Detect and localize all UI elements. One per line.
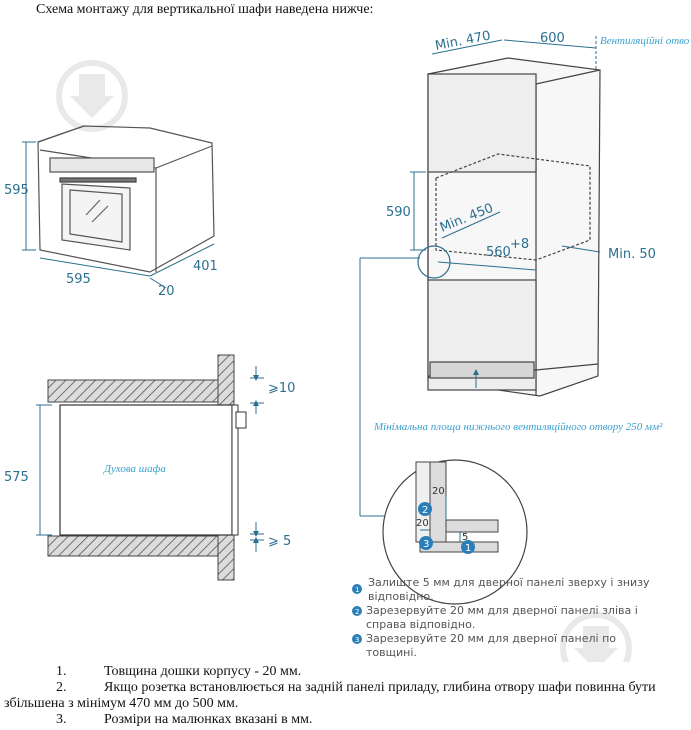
- oven-isometric: [37, 125, 215, 273]
- svg-text:2: 2: [355, 608, 359, 616]
- bottom-gap-label: ⩾ 5: [268, 534, 291, 549]
- oven-width-label: 595: [66, 272, 91, 287]
- svg-text:3: 3: [423, 539, 429, 550]
- detail-view: [382, 459, 528, 605]
- svg-text:справа відповідно.: справа відповідно.: [366, 618, 475, 631]
- min-gap-label: Min. 50: [608, 247, 656, 262]
- oven-dimension-lines: [22, 141, 215, 289]
- oven-section-label: Духова шафа: [103, 463, 166, 475]
- cabinet-height-label: 575: [4, 470, 29, 485]
- legend-item-1: 1 Залиште 5 мм для дверної панелі зверху…: [352, 576, 650, 603]
- installation-diagram: 595 595 401 20 ⩾10 575 ⩾ 5 Духова шафа: [4, 28, 690, 662]
- detail-marker-1: 1: [461, 540, 475, 554]
- detail-20-top: 20: [432, 486, 445, 497]
- svg-text:1: 1: [355, 586, 359, 594]
- vent-openings-label: Вентиляційні отво: [600, 35, 690, 47]
- niche-width-tolerance: +8: [510, 237, 529, 252]
- depth-600-label: 600: [540, 31, 565, 46]
- svg-text:Залиште 5 мм для дверної панел: Залиште 5 мм для дверної панелі зверху і…: [368, 576, 650, 589]
- svg-text:1: 1: [465, 543, 471, 554]
- niche-width-label: 560: [486, 245, 511, 260]
- footnote-number: 3.: [56, 712, 67, 727]
- column-dimension-lines: [359, 36, 601, 517]
- detail-5: 5: [462, 532, 468, 543]
- cabinet-section: [47, 354, 247, 581]
- svg-text:Зарезервуйте 20 мм для дверної: Зарезервуйте 20 мм для дверної панелі по: [366, 632, 616, 645]
- footnote-number: 2.: [56, 680, 67, 695]
- cabinet-dimension-lines: [36, 366, 264, 552]
- footnote-text: збільшена з мінімум 470 мм до 500 мм.: [4, 696, 239, 711]
- legend-item-3: 3 Зарезервуйте 20 мм для дверної панелі …: [352, 632, 616, 659]
- legend-item-2: 2 Зарезервуйте 20 мм для дверної панелі …: [352, 604, 638, 631]
- footnote-1: 1. Товщина дошки корпусу - 20 мм.: [0, 664, 691, 680]
- oven-depth-label: 401: [193, 259, 218, 274]
- svg-text:товщині.: товщині.: [366, 646, 417, 659]
- oven-front-label: 20: [158, 284, 175, 299]
- detail-marker-2: 2: [418, 502, 432, 516]
- page-title: Схема монтажу для вертикальної шафи наве…: [36, 2, 374, 17]
- oven-height-label: 595: [4, 183, 29, 198]
- footnote-2-continued: збільшена з мінімум 470 мм до 500 мм.: [0, 696, 691, 712]
- svg-text:відповідно.: відповідно.: [368, 590, 434, 603]
- niche-height-label: 590: [386, 205, 411, 220]
- svg-text:3: 3: [355, 636, 359, 644]
- detail-marker-3: 3: [419, 536, 433, 550]
- watermark: [56, 60, 632, 662]
- footnote-2: 2. Якщо розетка встановлюється на задній…: [0, 680, 691, 696]
- footnote-text: Розміри на малюнках вказані в мм.: [104, 712, 313, 727]
- min-depth-label: Min. 470: [434, 28, 492, 53]
- top-gap-label: ⩾10: [268, 381, 295, 396]
- detail-20-left: 20: [416, 518, 429, 529]
- footnote-number: 1.: [56, 664, 67, 679]
- footnote-text: Товщина дошки корпусу - 20 мм.: [104, 664, 302, 679]
- detail-callout-circle: [417, 245, 451, 279]
- vent-area-note: Мінімальна площа нижнього вентиляційного…: [373, 421, 663, 433]
- svg-text:2: 2: [422, 505, 428, 516]
- footnotes: 1. Товщина дошки корпусу - 20 мм. 2. Якщ…: [0, 664, 691, 728]
- tall-cabinet: [427, 57, 601, 397]
- footnote-text: Якщо розетка встановлюється на задній па…: [104, 680, 656, 695]
- svg-text:Зарезервуйте 20 мм для дверної: Зарезервуйте 20 мм для дверної панелі зл…: [366, 604, 638, 617]
- footnote-3: 3. Розміри на малюнках вказані в мм.: [0, 712, 691, 728]
